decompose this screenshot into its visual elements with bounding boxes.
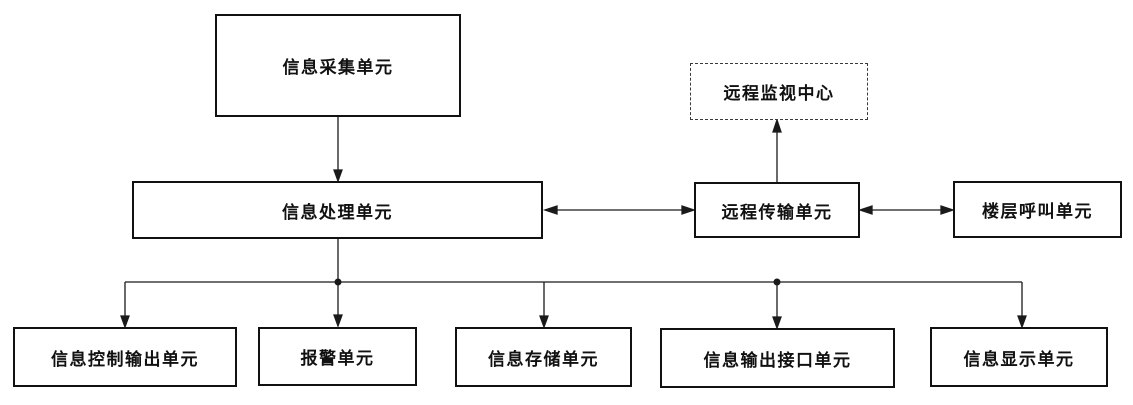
node-remote-monitoring-center: 远程监视中心 [690,63,868,120]
node-label: 远程监视中心 [723,84,835,103]
node-information-control-output-unit: 信息控制输出单元 [13,327,237,387]
node-label: 远程传输单元 [721,202,833,222]
node-alarm-unit: 报警单元 [258,327,417,386]
node-label: 信息输出接口单元 [703,350,852,370]
node-label: 信息控制输出单元 [51,349,199,369]
node-information-output-interface-unit: 信息输出接口单元 [660,328,895,388]
node-label: 信息存储单元 [488,349,599,369]
node-floor-call-unit: 楼层呼叫单元 [953,181,1122,238]
node-information-collection-unit: 信息采集单元 [215,14,461,117]
node-information-storage-unit: 信息存储单元 [455,327,632,387]
node-label: 报警单元 [300,349,375,368]
node-label: 信息处理单元 [282,202,393,222]
node-remote-transmission-unit: 远程传输单元 [694,182,860,238]
node-label: 信息显示单元 [963,349,1075,369]
node-information-display-unit: 信息显示单元 [930,327,1108,387]
node-label: 楼层呼叫单元 [982,202,1093,221]
node-label: 信息采集单元 [282,58,394,77]
node-information-processing-unit: 信息处理单元 [132,181,543,239]
